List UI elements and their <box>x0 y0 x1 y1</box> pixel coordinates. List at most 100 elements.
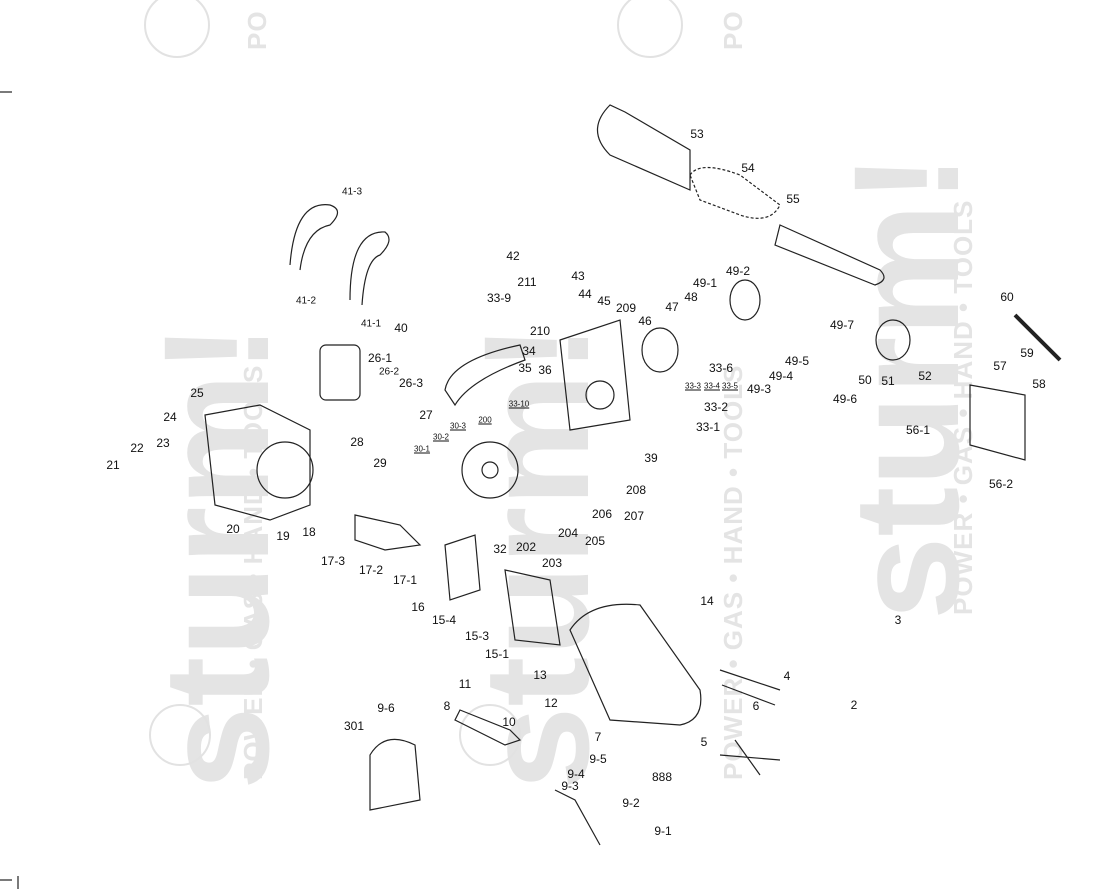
chain-cover <box>596 104 691 191</box>
rear-handle <box>349 231 390 306</box>
part-label: 203 <box>541 556 563 570</box>
cord <box>554 789 601 846</box>
part-label: 46 <box>638 314 652 328</box>
part-label: 10 <box>502 715 516 729</box>
part-label: 2 <box>850 698 858 712</box>
part-5 <box>719 739 781 776</box>
part-34 <box>444 344 526 407</box>
part-label: 204 <box>557 526 579 540</box>
part-label: 18 <box>302 525 316 539</box>
part-label: 207 <box>623 509 645 523</box>
part-60 <box>1013 313 1062 362</box>
main-body <box>569 603 702 726</box>
part-label: 17-2 <box>358 563 384 577</box>
gearbox <box>559 319 631 431</box>
part-label: 49-2 <box>725 264 751 278</box>
part-label: 208 <box>625 483 647 497</box>
part-label: 301 <box>343 719 365 733</box>
part-label: 49-6 <box>832 392 858 406</box>
part-label: 20 <box>226 522 240 536</box>
part-label: 33-1 <box>695 420 721 434</box>
part-label: 49-5 <box>784 354 810 368</box>
part-label: 14 <box>700 594 714 608</box>
part-label: 41-3 <box>341 186 363 198</box>
part-label: 33-5 <box>721 381 739 391</box>
part-label: 33-3 <box>684 381 702 391</box>
part-16 <box>444 534 481 601</box>
part-label: 32 <box>493 542 507 556</box>
part-label: 56-2 <box>988 477 1014 491</box>
part-label: 9-4 <box>567 767 585 781</box>
part-label: 49-1 <box>692 276 718 290</box>
part-label: 36 <box>538 363 552 377</box>
part-label: 26-2 <box>378 366 400 378</box>
part-label: 58 <box>1032 377 1046 391</box>
part-label: 7 <box>594 730 602 744</box>
part-label: 13 <box>533 668 547 682</box>
chain <box>689 166 781 219</box>
part-label: 8 <box>443 699 451 713</box>
part-301 <box>369 738 421 811</box>
part-label: 33-4 <box>703 381 721 391</box>
part-label: 17-1 <box>392 573 418 587</box>
part-label: 210 <box>529 324 551 338</box>
part-label: 60 <box>1000 290 1014 304</box>
part-label: 24 <box>163 410 177 424</box>
watermark-circles <box>144 0 683 766</box>
part-label: 33-10 <box>508 399 530 409</box>
part-label: 41-2 <box>295 295 317 307</box>
part-label: 888 <box>651 770 673 784</box>
part-label: 26-1 <box>367 351 393 365</box>
gear-30-3 <box>461 441 519 499</box>
part-label: 54 <box>741 161 755 175</box>
housing-bore <box>256 441 314 499</box>
part-label: 21 <box>106 458 120 472</box>
part-label: 15-4 <box>431 613 457 627</box>
part-label: 34 <box>522 344 536 358</box>
part-label: 52 <box>918 369 932 383</box>
part-label: 29 <box>373 456 387 470</box>
part-label: 56-1 <box>905 423 931 437</box>
part-label: 47 <box>665 300 679 314</box>
part-label: 17-3 <box>320 554 346 568</box>
part-label: 200 <box>478 415 492 425</box>
part-label: 15-3 <box>464 629 490 643</box>
stator <box>504 569 561 646</box>
part-label: 3 <box>894 613 902 627</box>
part-label: 26-3 <box>398 376 424 390</box>
part-label: 12 <box>544 696 558 710</box>
part-label: 49-7 <box>829 318 855 332</box>
part-label: 57 <box>993 359 1007 373</box>
guide-bar <box>774 224 885 286</box>
part-label: 39 <box>644 451 658 465</box>
part-label: 55 <box>786 192 800 206</box>
part-label: 19 <box>276 529 290 543</box>
part-label: 53 <box>690 127 704 141</box>
part-label: 11 <box>458 677 472 691</box>
part-label: 35 <box>518 361 532 375</box>
side-cover <box>969 384 1026 461</box>
part-label: 33-9 <box>486 291 512 305</box>
part-label: 16 <box>411 600 425 614</box>
part-label: 49-4 <box>768 369 794 383</box>
part-label: 206 <box>591 507 613 521</box>
part-label: 30-2 <box>432 432 450 442</box>
parts-4-6 <box>719 669 781 706</box>
part-label: 25 <box>190 386 204 400</box>
part-label: 33-2 <box>703 400 729 414</box>
part-label: 33-6 <box>708 361 734 375</box>
part-label: 9-6 <box>377 701 395 715</box>
part-label: 205 <box>584 534 606 548</box>
part-label: 9-2 <box>622 796 640 810</box>
part-label: 15-1 <box>484 647 510 661</box>
part-label: 23 <box>156 436 170 450</box>
part-label: 48 <box>684 290 698 304</box>
part-label: 4 <box>783 669 791 683</box>
front-handle <box>289 204 339 271</box>
part-label: 40 <box>394 321 408 335</box>
trigger <box>454 709 522 746</box>
part-49-2 <box>729 279 761 321</box>
part-51 <box>875 319 911 361</box>
part-label: 9-1 <box>654 824 672 838</box>
